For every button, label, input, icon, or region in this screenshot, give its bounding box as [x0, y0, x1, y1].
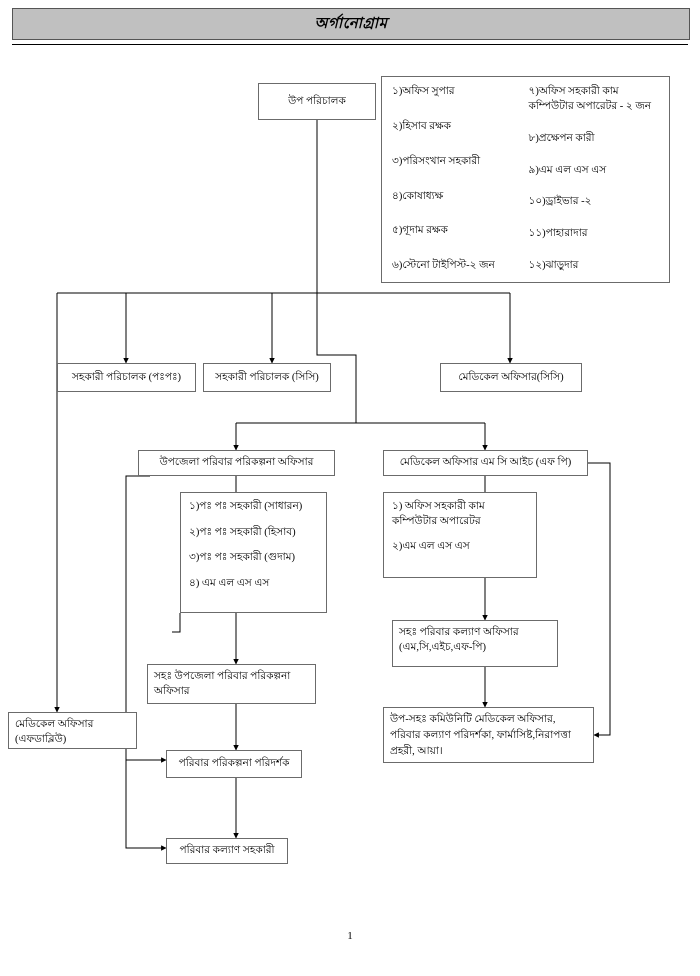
- staff-list-item: ৬)স্টেনো টাইপিস্ট-২ জন: [392, 260, 495, 272]
- upazila-staff-item: ৩)পঃ পঃ সহকারী (গুদাম): [189, 552, 295, 564]
- node-assistant-director-fp[interactable]: সহকারী পরিচালক (পঃপঃ): [57, 363, 196, 392]
- upazila-staff-list: ১)পঃ পঃ সহকারী (সাধারন) ২)পঃ পঃ সহকারী (…: [180, 492, 327, 613]
- node-upazila-fp-officer[interactable]: উপজেলা পরিবার পরিকল্পনা অফিসার: [138, 450, 335, 476]
- node-label: মেডিকেল অফিসার(সিসি): [458, 371, 564, 383]
- staff-list-item: ১)অফিস সুপার: [392, 86, 455, 97]
- node-label: সহকারী পরিচালক (সিসি): [215, 371, 319, 383]
- staff-list-right-column: ৭)অফিস সহকারী কাম কম্পিউটার অপারেটর - ২ …: [523, 85, 660, 274]
- upazila-staff-item: ৪) এম এল এস এস: [189, 578, 270, 590]
- staff-list-item: ৩)পরিসংখান সহকারী: [392, 155, 481, 167]
- staff-list-item: ৭)অফিস সহকারী কাম কম্পিউটার অপারেটর - ২ …: [528, 86, 651, 112]
- page-number: 1: [347, 930, 353, 942]
- mch-staff-item: ১) অফিস সহকারী কাম কম্পিউটার অপারেটর: [392, 501, 485, 527]
- upazila-staff-item: ১)পঃ পঃ সহকারী (সাধারন): [189, 501, 303, 512]
- node-assistant-fw-officer[interactable]: সহঃ পরিবার কল্যাণ অফিসার (এম,সি,এইচ,এফ-প…: [392, 620, 558, 667]
- node-label: মেডিকেল অফিসার এম সি আইচ (এফ পি): [399, 457, 572, 469]
- node-label: পরিবার কল্যাণ সহকারী: [179, 845, 275, 857]
- node-medical-officer-mch-fp[interactable]: মেডিকেল অফিসার এম সি আইচ (এফ পি): [383, 450, 588, 476]
- node-medical-officer-fw[interactable]: মেডিকেল অফিসার (এফডাব্লিউ): [8, 712, 137, 749]
- staff-list-item: ১২)ঝাড়ুদার: [528, 260, 579, 272]
- staff-list-item: ৮)প্রক্ষেপন কারী: [528, 132, 595, 144]
- headquarters-staff-list: ১)অফিস সুপার ২)হিসাব রক্ষক ৩)পরিসংখান সহ…: [381, 76, 670, 283]
- node-community-medical-staff[interactable]: উপ-সহঃ কমিউনিটি মেডিকেল অফিসার, পরিবার ক…: [383, 707, 594, 763]
- node-medical-officer-cc[interactable]: মেডিকেল অফিসার(সিসি): [440, 363, 582, 392]
- staff-list-item: ১১)পাহারাদার: [528, 228, 588, 240]
- staff-list-item: ৯)এম এল এস এস: [528, 164, 607, 176]
- upazila-staff-item: ২)পঃ পঃ সহকারী (হিসাব): [189, 526, 296, 538]
- staff-list-item: ১০)ড্রাইভার -২: [528, 196, 592, 208]
- header-divider: [12, 44, 688, 45]
- staff-list-item: ২)হিসাব রক্ষক: [392, 120, 451, 132]
- node-fw-assistant[interactable]: পরিবার কল্যাণ সহকারী: [166, 838, 288, 864]
- node-label: সহকারী পরিচালক (পঃপঃ): [71, 371, 182, 383]
- staff-list-left-column: ১)অফিস সুপার ২)হিসাব রক্ষক ৩)পরিসংখান সহ…: [392, 85, 523, 274]
- node-label: উপজেলা পরিবার পরিকল্পনা অফিসার: [159, 457, 314, 469]
- mch-staff-item: ২)এম এল এস এস: [392, 541, 470, 553]
- node-fp-inspector[interactable]: পরিবার পরিকল্পনা পরিদর্শক: [166, 750, 302, 778]
- staff-list-item: ৪)কোষাধ্যক্ষ: [392, 190, 444, 202]
- node-label: পরিবার পরিকল্পনা পরিদর্শক: [178, 758, 290, 770]
- node-label: উপ পরিচালক: [288, 95, 346, 107]
- staff-list-item: ৫)গূদাম রক্ষক: [392, 225, 448, 237]
- page-title: অর্গানোগ্রাম: [12, 8, 690, 40]
- node-deputy-director[interactable]: উপ পরিচালক: [258, 83, 376, 120]
- node-assistant-director-cc[interactable]: সহকারী পরিচালক (সিসি): [203, 363, 331, 392]
- node-assistant-upazila-fp-officer[interactable]: সহঃ উপজেলা পরিবার পরিকল্পনা অফিসার: [147, 664, 316, 704]
- mch-staff-list: ১) অফিস সহকারী কাম কম্পিউটার অপারেটর ২)এ…: [383, 492, 537, 578]
